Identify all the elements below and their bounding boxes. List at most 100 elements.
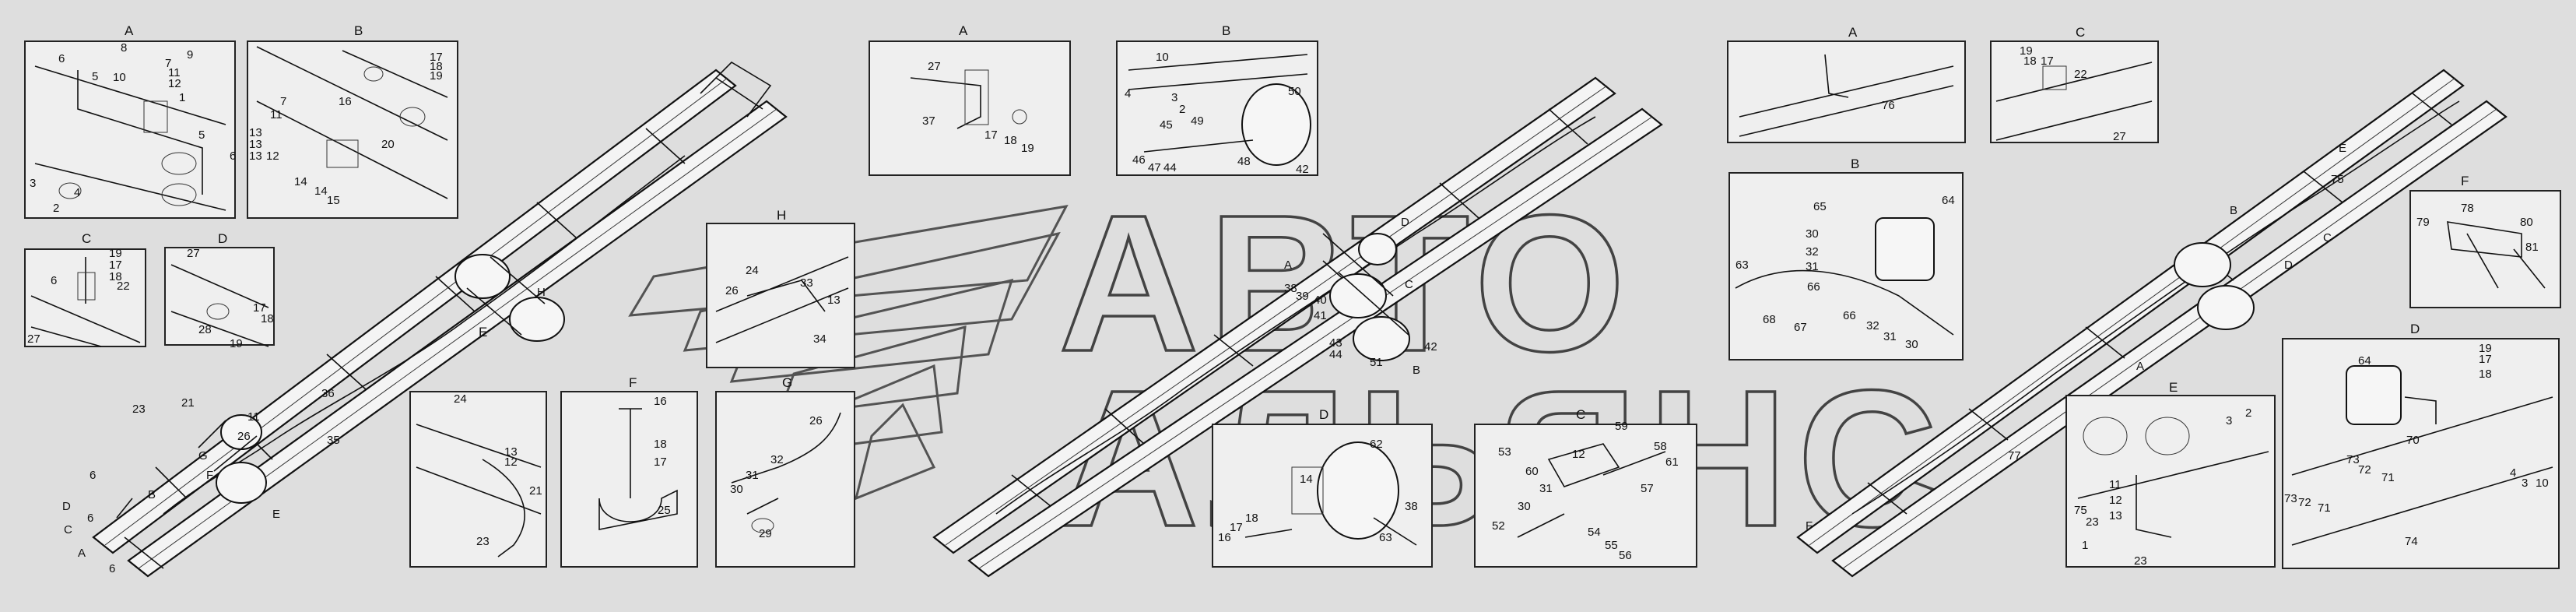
label: 18	[2023, 55, 2037, 68]
detail-g3D: D 64 19 17 18 70 73 72 71 73 72 71 4 3 1…	[2282, 322, 2560, 569]
label: 6	[51, 274, 57, 287]
label: 16	[1218, 531, 1231, 544]
detail-title: D	[1319, 407, 1328, 422]
air-tank-1	[454, 254, 511, 299]
label: 14	[314, 185, 328, 198]
label: 65	[1813, 200, 1827, 213]
label: 58	[1654, 440, 1667, 453]
detail-g3E: E 2 3 11 12 13 75 23 1 23	[2065, 380, 2276, 568]
label: 81	[2525, 241, 2539, 254]
label: 64	[2358, 354, 2371, 368]
detail-title: G	[782, 375, 792, 390]
callout-f2-C: C	[1405, 278, 1413, 291]
air-tank-5	[2174, 242, 2231, 287]
detail-g3F: F 78 79 80 81	[2409, 174, 2561, 308]
detail-g3C: C 19 18 17 22 27	[1990, 25, 2159, 143]
label: 76	[1882, 99, 1895, 112]
detail-title: C	[2076, 25, 2085, 40]
label: 30	[1518, 500, 1531, 513]
detail-g1H: H 24 26 33 13 34	[706, 208, 855, 368]
label: 63	[1735, 259, 1749, 272]
detail-title: A	[125, 23, 134, 38]
detail-g1C: C 19 17 18 22 6 27	[24, 231, 146, 347]
label: 26	[809, 414, 823, 427]
label: 12	[168, 77, 181, 90]
label: 19	[2020, 44, 2033, 58]
label: 56	[1619, 549, 1632, 562]
callout-f2-40: 40	[1314, 294, 1327, 307]
label: 9	[187, 48, 193, 62]
label: 2	[1179, 103, 1185, 116]
label: 70	[2406, 434, 2420, 447]
label: 18	[654, 438, 667, 451]
callout-f2-44: 44	[1329, 348, 1342, 361]
label: 71	[2381, 471, 2395, 484]
label: 16	[339, 95, 352, 108]
label: 8	[121, 41, 127, 55]
detail-g1G: G 26 32 31 30 29	[715, 375, 855, 568]
label: 32	[1806, 245, 1819, 259]
label: 16	[654, 395, 667, 408]
callout-f2-43: 43	[1329, 336, 1342, 350]
label: 60	[1525, 465, 1539, 478]
detail-title: D	[2410, 322, 2420, 336]
callout-f1-6a: 6	[89, 469, 96, 482]
label: 49	[1191, 114, 1204, 128]
label: 29	[759, 527, 772, 540]
label: 23	[476, 535, 490, 548]
label: 27	[187, 247, 200, 260]
chassis-frame-1: D B C A G F E H 6 6 6 11 21 23 26 35 36	[62, 61, 788, 578]
label: 78	[2461, 202, 2474, 215]
label: 48	[1237, 155, 1251, 168]
callout-f3-C: C	[2323, 231, 2332, 244]
callout-f3-75: 75	[2331, 173, 2344, 186]
callout-f2-51: 51	[1370, 356, 1383, 369]
detail-title: B	[1851, 157, 1859, 171]
label: 31	[1539, 482, 1553, 495]
label: 67	[1794, 321, 1807, 334]
callout-f1-6b: 6	[87, 512, 93, 525]
label: 32	[1866, 319, 1879, 332]
detail-title: A	[959, 23, 968, 38]
label: 10	[2536, 477, 2549, 490]
callout-f2-42: 42	[1424, 340, 1437, 353]
label: 59	[1615, 420, 1628, 433]
label: 30	[1905, 338, 1918, 351]
label: 13	[249, 149, 262, 163]
callout-f1-F: F	[206, 469, 213, 482]
label: 18	[261, 312, 274, 325]
detail-title: F	[2461, 174, 2469, 188]
callout-f1-23: 23	[132, 403, 146, 416]
detail-title: E	[2169, 380, 2178, 395]
label: 64	[1942, 194, 1955, 207]
label: 17	[654, 455, 667, 469]
detail-title: B	[354, 23, 363, 38]
label: 5	[198, 128, 205, 142]
label: 72	[2298, 496, 2311, 509]
label: 30	[1806, 227, 1819, 241]
callout-f1-A: A	[78, 547, 86, 560]
detail-title: D	[218, 231, 227, 246]
detail-title: C	[82, 231, 91, 246]
label: 3	[2522, 477, 2528, 490]
label: 22	[117, 280, 130, 293]
detail-g2A: A 27 37 17 18 19	[869, 23, 1071, 176]
label: 18	[1245, 512, 1258, 525]
label: 13	[249, 126, 262, 139]
label: 37	[922, 114, 935, 128]
label: 71	[2318, 501, 2331, 515]
chassis-frame-3: A B C D E F 75 77	[1796, 69, 2508, 578]
label: 12	[2109, 494, 2122, 507]
label: 72	[2358, 463, 2371, 477]
callout-f3-77: 77	[2008, 449, 2021, 463]
callout-f1-26: 26	[237, 430, 251, 443]
label: 46	[1132, 153, 1146, 167]
label: 45	[1160, 118, 1173, 132]
callout-f3-B: B	[2230, 204, 2237, 217]
air-tank-4	[1353, 316, 1410, 361]
label: 3	[1171, 91, 1177, 104]
label: 19	[230, 337, 243, 350]
callout-f1-21: 21	[181, 396, 195, 410]
detail-g2C: C 53 60 12 59 58 61 31 30 57 52 54 55 56	[1474, 407, 1697, 568]
detail-g1D: D 27 17 18 28 19	[164, 231, 275, 350]
